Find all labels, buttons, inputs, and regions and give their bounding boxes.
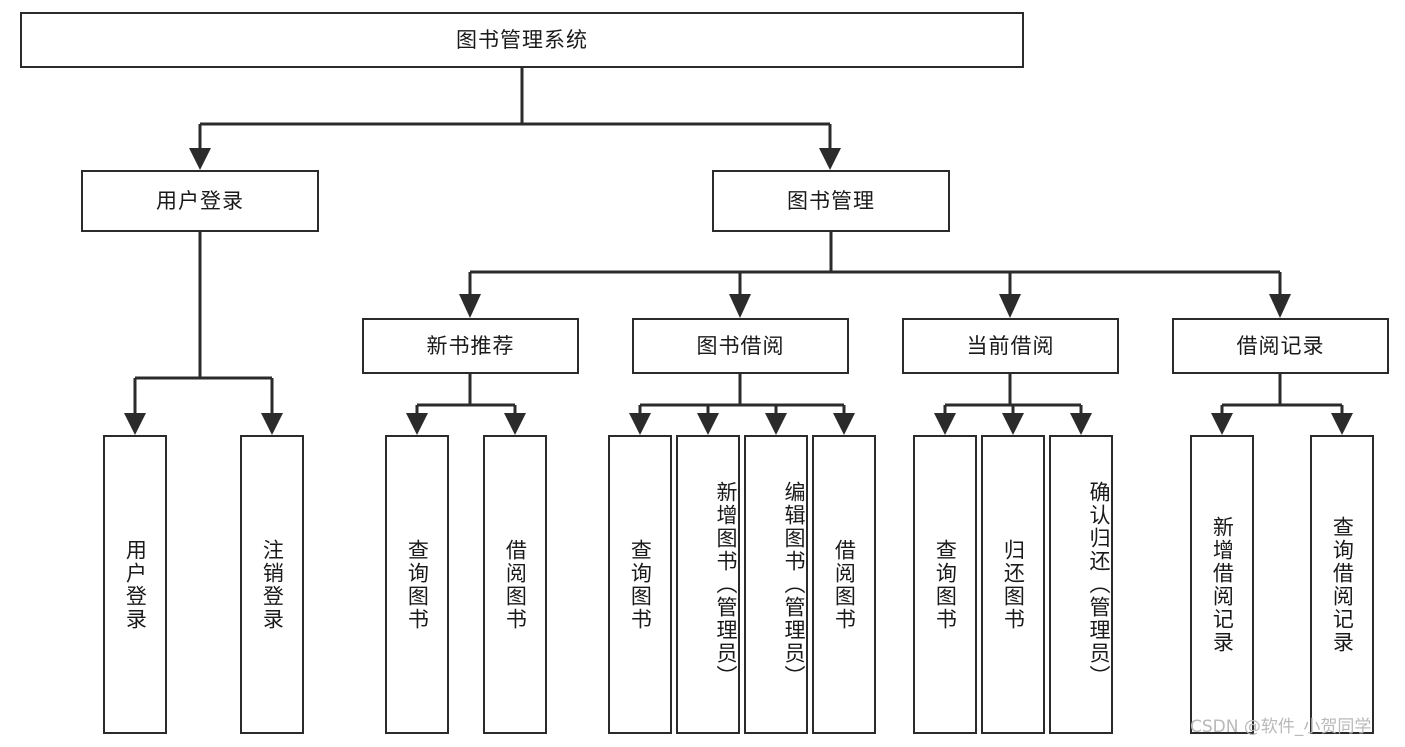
node-label: 注销登录 [260, 538, 285, 631]
leaf-user-login[interactable]: 用户登录 [103, 435, 167, 734]
node-label: 借阅图书 [832, 538, 857, 631]
edge-bookmanagement-to-level3 [468, 232, 1282, 300]
edge-root-to-level2 [198, 68, 832, 154]
node-label: 新增图书（管理员） [714, 481, 738, 688]
node-root-system[interactable]: 图书管理系统 [20, 12, 1024, 68]
leaf-query-borrow-record[interactable]: 查询借阅记录 [1310, 435, 1374, 734]
node-label: 新增借阅记录 [1210, 515, 1235, 654]
leaf-query-book-newrec[interactable]: 查询图书 [385, 435, 449, 734]
leaf-edit-book-admin[interactable]: 编辑图书（管理员） [744, 435, 808, 734]
node-label: 借阅图书 [503, 538, 528, 631]
leaf-query-book-current[interactable]: 查询图书 [913, 435, 977, 734]
leaf-logout-login[interactable]: 注销登录 [240, 435, 304, 734]
leaf-return-book[interactable]: 归还图书 [981, 435, 1045, 734]
node-label: 查询借阅记录 [1330, 515, 1355, 654]
node-user-login[interactable]: 用户登录 [81, 170, 319, 232]
node-label: 借阅记录 [1236, 333, 1325, 358]
node-label: 图书管理 [787, 188, 875, 213]
edge-borrowrecord-to-leaves [1220, 374, 1344, 419]
node-label: 查询图书 [405, 538, 430, 631]
node-label: 新书推荐 [426, 333, 515, 358]
node-label: 当前借阅 [966, 333, 1055, 358]
edge-currentborrow-to-leaves [943, 374, 1083, 419]
node-book-borrow[interactable]: 图书借阅 [632, 318, 849, 374]
node-label: 图书借阅 [696, 333, 785, 358]
leaf-add-book-admin[interactable]: 新增图书（管理员） [676, 435, 740, 734]
edge-newbook-to-leaves [415, 374, 517, 419]
node-label: 确认归还（管理员） [1087, 481, 1111, 688]
node-label: 查询图书 [628, 538, 653, 631]
leaf-borrow-book-newrec[interactable]: 借阅图书 [483, 435, 547, 734]
node-new-book-recommend[interactable]: 新书推荐 [362, 318, 579, 374]
node-current-borrow[interactable]: 当前借阅 [902, 318, 1119, 374]
node-book-management[interactable]: 图书管理 [712, 170, 950, 232]
node-label: 编辑图书（管理员） [782, 481, 806, 688]
edge-bookborrow-to-leaves [638, 374, 846, 419]
leaf-borrow-book[interactable]: 借阅图书 [812, 435, 876, 734]
arrowheads [124, 148, 1353, 435]
node-borrow-record[interactable]: 借阅记录 [1172, 318, 1389, 374]
node-label: 归还图书 [1001, 538, 1026, 631]
leaf-add-borrow-record[interactable]: 新增借阅记录 [1190, 435, 1254, 734]
node-label: 用户登录 [123, 538, 148, 631]
leaf-query-book-borrow[interactable]: 查询图书 [608, 435, 672, 734]
csdn-watermark: CSDN @软件_小贺同学 [1190, 717, 1372, 737]
node-label: 图书管理系统 [456, 27, 588, 52]
leaf-confirm-return-admin[interactable]: 确认归还（管理员） [1049, 435, 1113, 734]
node-label: 查询图书 [933, 538, 958, 631]
edge-userlogin-to-leaves [133, 232, 274, 419]
node-label: 用户登录 [156, 188, 244, 213]
